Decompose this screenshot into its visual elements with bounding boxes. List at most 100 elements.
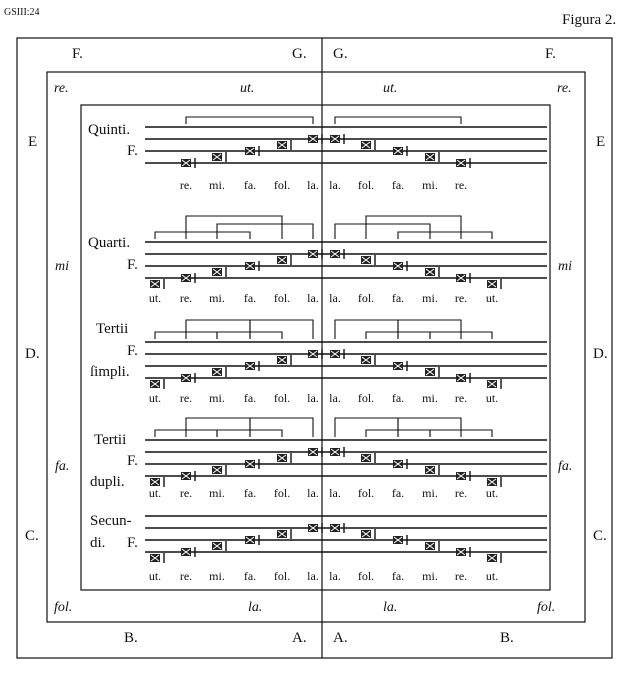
middle-top-label: ut. <box>240 81 254 96</box>
syllable-label: fol. <box>358 178 374 192</box>
syllable-label: mi. <box>209 486 225 500</box>
syllable-label: mi. <box>422 178 438 192</box>
note-mark <box>393 362 403 370</box>
syllable-label: fa. <box>392 569 404 583</box>
outer-bottom-label: B. <box>124 630 138 646</box>
syllable-label: fa. <box>244 486 256 500</box>
syllable-label: mi. <box>209 391 225 405</box>
note-mark <box>150 280 160 288</box>
staff-label: Secun- <box>90 513 132 529</box>
syllable-label: re. <box>455 178 467 192</box>
syllable-label: fol. <box>274 391 290 405</box>
note-mark <box>425 153 435 161</box>
syllable-label: mi. <box>209 291 225 305</box>
note-mark <box>277 530 287 538</box>
note-mark <box>212 466 222 474</box>
note-mark <box>245 536 255 544</box>
syllable-label: fol. <box>358 291 374 305</box>
note-mark <box>330 524 340 532</box>
syllable-label: mi. <box>209 178 225 192</box>
staff-label: F. <box>127 343 138 359</box>
syllable-label: la. <box>307 291 319 305</box>
staff-row-tertii-dupli: TertiiF.dupli.ut.re.mi.fa.fol.la.la.fol.… <box>90 417 547 500</box>
syllable-label: la. <box>329 291 341 305</box>
outer-frame <box>16 37 613 659</box>
middle-top-label: re. <box>557 81 572 96</box>
outer-bottom-label: B. <box>500 630 514 646</box>
note-mark <box>212 542 222 550</box>
interval-bracket <box>185 116 314 124</box>
note-mark <box>330 448 340 456</box>
note-mark <box>150 554 160 562</box>
note-mark <box>308 250 318 258</box>
note-mark <box>487 380 497 388</box>
syllable-label: la. <box>307 569 319 583</box>
interval-bracket <box>334 223 431 239</box>
note-mark <box>425 368 435 376</box>
staff-row-tertii-simpli: TertiiF.ſimpli.ut.re.mi.fa.fol.la.la.fol… <box>90 319 547 405</box>
note-mark <box>330 135 340 143</box>
staff-label: Tertii <box>96 321 128 337</box>
note-mark <box>456 274 466 282</box>
outer-left-label: D. <box>25 346 40 362</box>
outer-bottom-label: A. <box>333 630 348 646</box>
staff-label: Quinti. <box>88 122 130 138</box>
syllable-label: re. <box>180 391 192 405</box>
syllable-label: fa. <box>244 391 256 405</box>
note-mark <box>212 368 222 376</box>
note-mark <box>487 478 497 486</box>
note-mark <box>150 478 160 486</box>
syllable-label: re. <box>455 486 467 500</box>
note-mark <box>308 448 318 456</box>
interval-bracket <box>154 231 251 239</box>
syllable-label: fol. <box>358 486 374 500</box>
syllable-label: ut. <box>486 486 498 500</box>
interval-bracket <box>334 417 399 437</box>
syllable-label: fa. <box>244 569 256 583</box>
syllable-label: la. <box>307 178 319 192</box>
syllable-label: ut. <box>486 569 498 583</box>
syllable-label: re. <box>180 178 192 192</box>
note-mark <box>361 141 371 149</box>
note-mark <box>393 460 403 468</box>
middle-bottom-label: fol. <box>537 600 555 615</box>
syllable-label: ut. <box>149 291 161 305</box>
note-mark <box>361 256 371 264</box>
staff-label: Quarti. <box>88 235 130 251</box>
middle-top-label: ut. <box>383 81 397 96</box>
note-mark <box>425 542 435 550</box>
note-mark <box>150 380 160 388</box>
syllable-label: fa. <box>392 486 404 500</box>
syllable-label: mi. <box>422 486 438 500</box>
note-mark <box>456 472 466 480</box>
figure-title: Figura 2. <box>562 12 616 28</box>
outer-left-label: E <box>28 134 37 150</box>
outer-right-label: D. <box>593 346 608 362</box>
note-mark <box>330 350 340 358</box>
syllable-label: fa. <box>392 178 404 192</box>
outer-top-label: G. <box>333 46 348 62</box>
note-mark <box>277 256 287 264</box>
note-mark <box>245 460 255 468</box>
syllable-label: re. <box>455 391 467 405</box>
middle-left-label: mi <box>55 259 69 274</box>
syllable-label: la. <box>329 486 341 500</box>
staff-label: ſimpli. <box>90 364 130 380</box>
syllable-label: fa. <box>392 391 404 405</box>
page-id: GSIII:24 <box>4 7 40 18</box>
syllable-label: mi. <box>422 569 438 583</box>
syllable-label: fa. <box>244 291 256 305</box>
syllable-label: fol. <box>358 391 374 405</box>
staff-label: F. <box>127 535 138 551</box>
note-mark <box>277 141 287 149</box>
note-mark <box>330 250 340 258</box>
note-mark <box>487 554 497 562</box>
outer-right-label: E <box>596 134 605 150</box>
note-mark <box>277 356 287 364</box>
syllable-label: fa. <box>244 178 256 192</box>
note-mark <box>212 153 222 161</box>
syllable-label: re. <box>455 291 467 305</box>
outer-top-label: G. <box>292 46 307 62</box>
outer-top-label: F. <box>72 46 83 62</box>
interval-bracket <box>185 215 283 239</box>
